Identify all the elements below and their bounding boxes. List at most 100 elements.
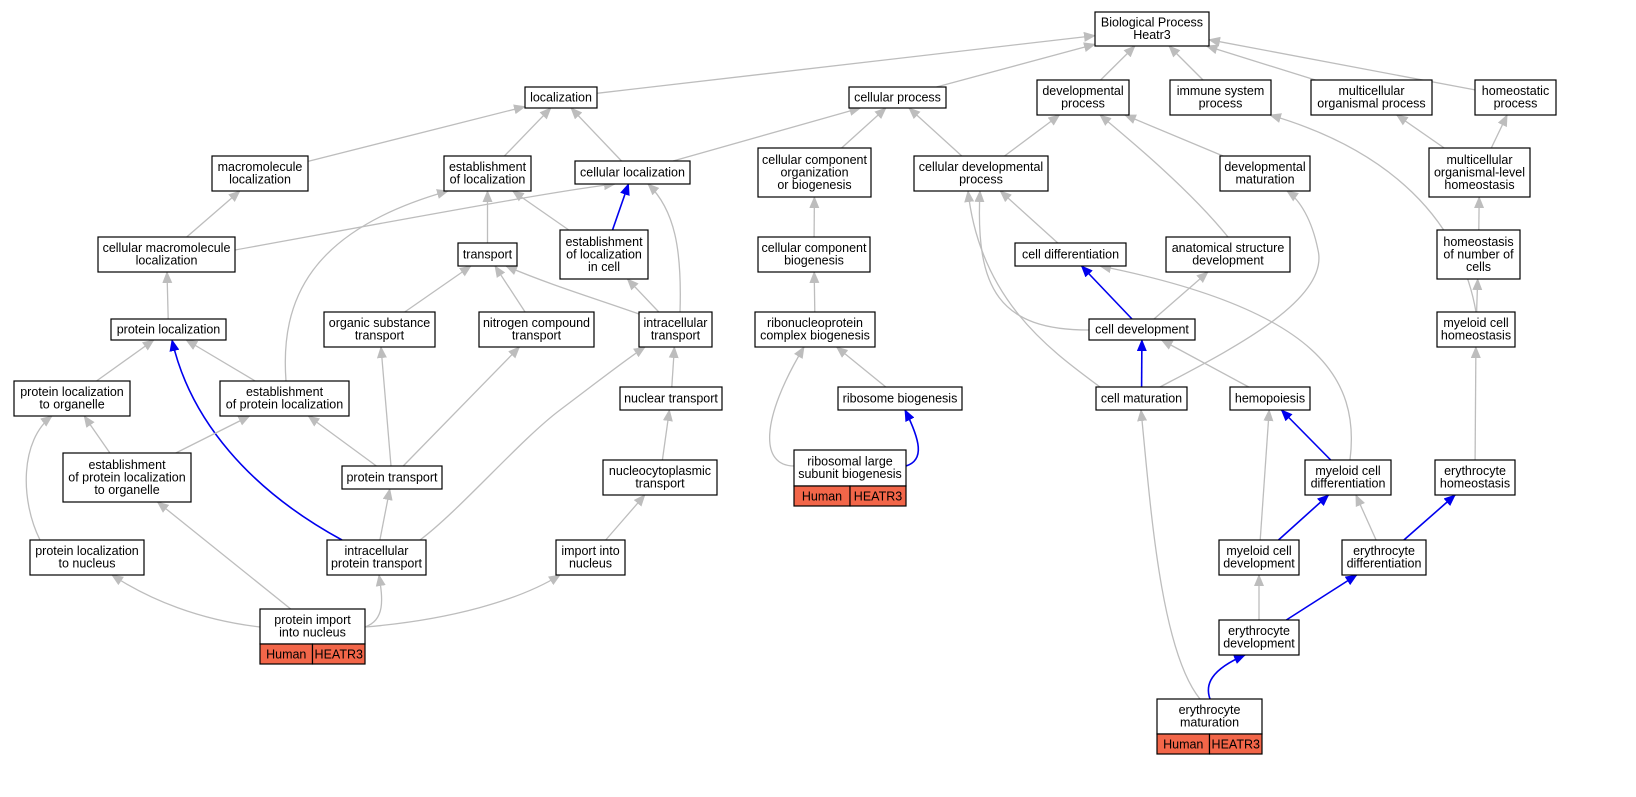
edge-erythrocyte-homeostasis-to-myeloid-cell-homeostasis xyxy=(1470,346,1481,461)
go-term-protein-transport[interactable]: protein transport xyxy=(341,465,443,490)
term-box xyxy=(97,236,236,273)
term-label-line: transport xyxy=(512,329,562,343)
go-term-cell-differentiation[interactable]: cell differentiation xyxy=(1014,242,1127,267)
term-label-line: maturation xyxy=(1235,173,1294,187)
edge-ribonucleoprotein-complex-biogenesis-to-cellular-component-biogenesis xyxy=(809,271,820,313)
edge-protein-import-into-nucleus-to-establishment-of-protein-localization-to-organelle xyxy=(156,501,292,610)
edge-cell-maturation-to-developmental-maturation xyxy=(1159,190,1320,388)
go-term-cell-maturation[interactable]: cell maturation xyxy=(1095,386,1188,411)
term-box xyxy=(837,386,963,411)
edge-cellular-localization-to-cellular-process xyxy=(672,106,862,162)
edge-nucleocytoplasmic-transport-to-nuclear-transport xyxy=(661,409,673,461)
edge-developmental-maturation-to-developmental-process xyxy=(1123,114,1224,157)
go-term-localization[interactable]: localization xyxy=(524,86,598,109)
term-box xyxy=(1218,539,1300,576)
term-label-line: organismal process xyxy=(1317,97,1425,111)
term-label-line: protein localization xyxy=(35,544,139,558)
term-label-line: cellular macromolecule xyxy=(103,241,231,255)
term-label-line: of localization xyxy=(450,173,526,187)
edge-establishment-of-protein-localization-to-protein-localization xyxy=(185,339,256,382)
term-label-line: homeostasis xyxy=(1441,329,1511,343)
go-term-cell-development[interactable]: cell development xyxy=(1088,318,1196,341)
term-box xyxy=(323,311,436,348)
term-box xyxy=(1095,386,1188,411)
go-term-transport[interactable]: transport xyxy=(457,242,518,267)
term-label-line: complex biogenesis xyxy=(760,329,870,343)
annotation-gene-cell xyxy=(1208,733,1263,755)
edge-anatomical-structure-development-to-developmental-process xyxy=(1099,114,1229,238)
go-term-cellular-localization[interactable]: cellular localization xyxy=(574,160,691,185)
go-term-protein-localization[interactable]: protein localization xyxy=(110,318,227,341)
edge-ribosomal-large-subunit-biogenesis-to-ribonucleoprotein-complex-biogenesis xyxy=(768,346,805,467)
term-label-line: cell development xyxy=(1095,322,1189,336)
edge-establishment-of-localization-in-cell-to-establishment-of-localization xyxy=(511,190,570,231)
term-box xyxy=(211,155,309,192)
term-label-line: development xyxy=(1192,254,1264,268)
go-term-cellular-process[interactable]: cellular process xyxy=(848,86,947,109)
term-label-line: transport xyxy=(463,247,513,261)
term-label-line: localization xyxy=(229,173,291,187)
go-term-hemopoiesis[interactable]: hemopoiesis xyxy=(1229,386,1311,411)
edge-cellular-developmental-process-to-cellular-process xyxy=(908,107,963,157)
term-label-line: intracellular xyxy=(644,316,708,330)
term-label-line: myeloid cell xyxy=(1443,316,1508,330)
edge-protein-import-into-nucleus-to-import-into-nucleus xyxy=(364,574,561,628)
go-term-nuclear-transport[interactable]: nuclear transport xyxy=(619,386,723,411)
term-label-line: differentiation xyxy=(1347,557,1422,571)
edge-protein-import-into-nucleus-to-intracellular-protein-transport xyxy=(364,574,386,628)
term-label-line: cell differentiation xyxy=(1022,247,1119,261)
term-box xyxy=(110,318,227,341)
term-label-line: macromolecule xyxy=(218,160,303,174)
term-box xyxy=(913,155,1049,192)
edge-cell-development-to-cellular-developmental-process xyxy=(974,190,1090,331)
term-box xyxy=(1229,386,1311,411)
go-term-ribosome-biogenesis[interactable]: ribosome biogenesis xyxy=(837,386,963,411)
term-label-line: multicellular xyxy=(1339,84,1405,98)
term-label-line: development xyxy=(1223,637,1295,651)
edge-cellular-localization-to-localization xyxy=(570,107,622,162)
term-label-line: Heatr3 xyxy=(1133,28,1171,42)
edge-multicellular-organismal-process-to-bp xyxy=(1205,44,1316,81)
term-label-line: protein import xyxy=(274,613,351,627)
edge-erythrocyte-maturation-to-cell-maturation xyxy=(1137,409,1201,700)
edge-intracellular-transport-to-cellular-localization xyxy=(647,183,681,313)
edge-cell-development-to-anatomical-structure-development xyxy=(1153,271,1209,320)
